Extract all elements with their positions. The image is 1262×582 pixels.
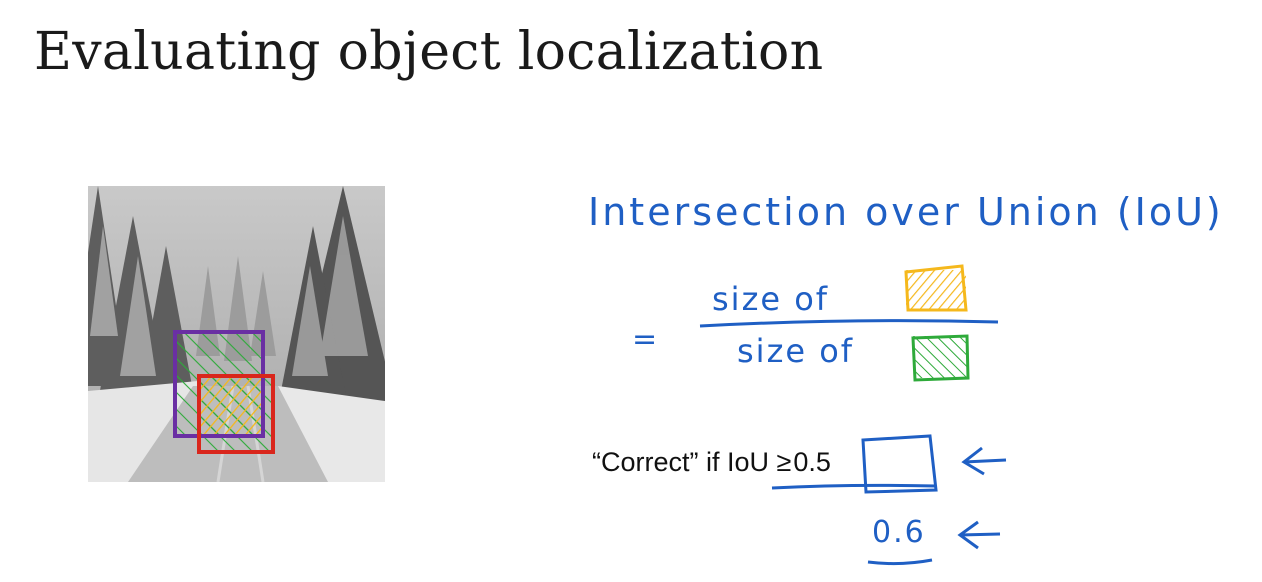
equals-sign: = xyxy=(632,322,658,357)
left-arrow-icon xyxy=(961,446,1007,476)
road-photo-illustration xyxy=(88,186,385,482)
fraction-numerator-text: size of xyxy=(712,280,830,318)
fraction-denominator-text: size of xyxy=(737,332,855,370)
intersection-swatch-icon xyxy=(904,264,968,312)
threshold-box xyxy=(861,434,938,494)
alt-threshold-underline xyxy=(867,558,933,566)
road-photo xyxy=(88,186,385,482)
union-swatch-icon xyxy=(911,334,970,382)
alt-threshold-value: 0.6 xyxy=(872,515,926,550)
correctness-criterion: “Correct” if IoU ≥0.5 xyxy=(592,447,833,478)
slide-title: Evaluating object localization xyxy=(34,22,824,82)
criterion-text: “Correct” if IoU ≥ xyxy=(592,447,792,477)
threshold-value: 0.5 xyxy=(793,447,831,477)
criterion-underline xyxy=(771,483,937,490)
iou-heading: Intersection over Union (IoU) xyxy=(588,190,1224,234)
fraction-bar xyxy=(699,319,999,328)
left-arrow-icon xyxy=(957,520,1001,550)
